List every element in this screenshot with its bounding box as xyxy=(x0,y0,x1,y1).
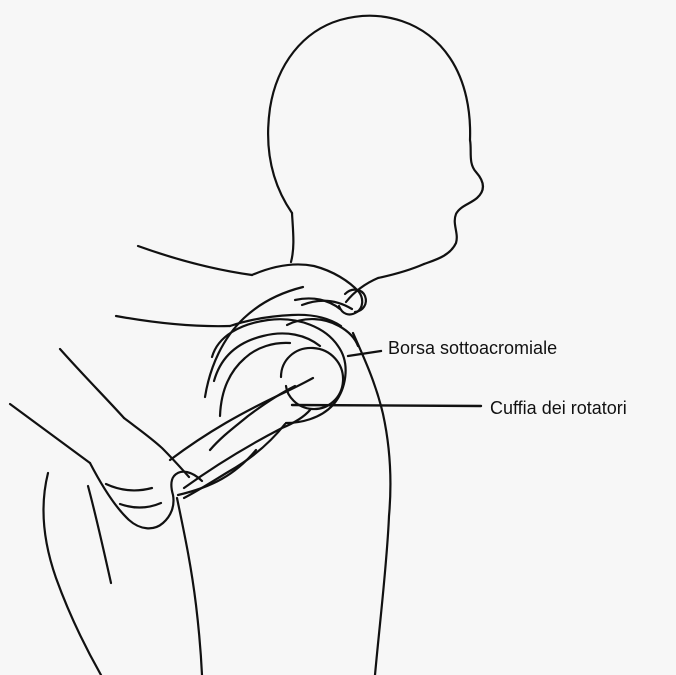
patient-chin-outline xyxy=(346,264,424,302)
humerus-outline xyxy=(170,378,313,460)
humerus-outline-lower xyxy=(184,410,310,488)
scapula-outline xyxy=(214,333,320,381)
bursa-pointer-line xyxy=(348,351,381,356)
patient-head-outline xyxy=(268,16,483,264)
patient-back-outline xyxy=(353,333,390,675)
examiner-fold-outline xyxy=(88,486,111,583)
examiner-grip-fingers-2 xyxy=(106,484,152,490)
examiner-upper-arm-outline xyxy=(138,246,252,275)
acromion-outline xyxy=(287,319,358,346)
examiner-lower-arm-outline xyxy=(10,404,90,463)
examiner-lower-arm-outline-2 xyxy=(60,349,124,418)
bursa-label: Borsa sottoacromiale xyxy=(388,339,557,357)
examiner-torso-outline xyxy=(177,498,202,675)
examiner-grip-fingers xyxy=(120,503,161,508)
examiner-top-hand-outline xyxy=(252,264,362,314)
examiner-upper-arm-outline-lower xyxy=(116,316,230,326)
rotator-cuff-label: Cuffia dei rotatori xyxy=(490,399,627,417)
examiner-grip-hand-back xyxy=(124,418,189,477)
rotator-cuff-pointer-line xyxy=(292,405,481,406)
patient-neck-outline xyxy=(291,213,293,262)
